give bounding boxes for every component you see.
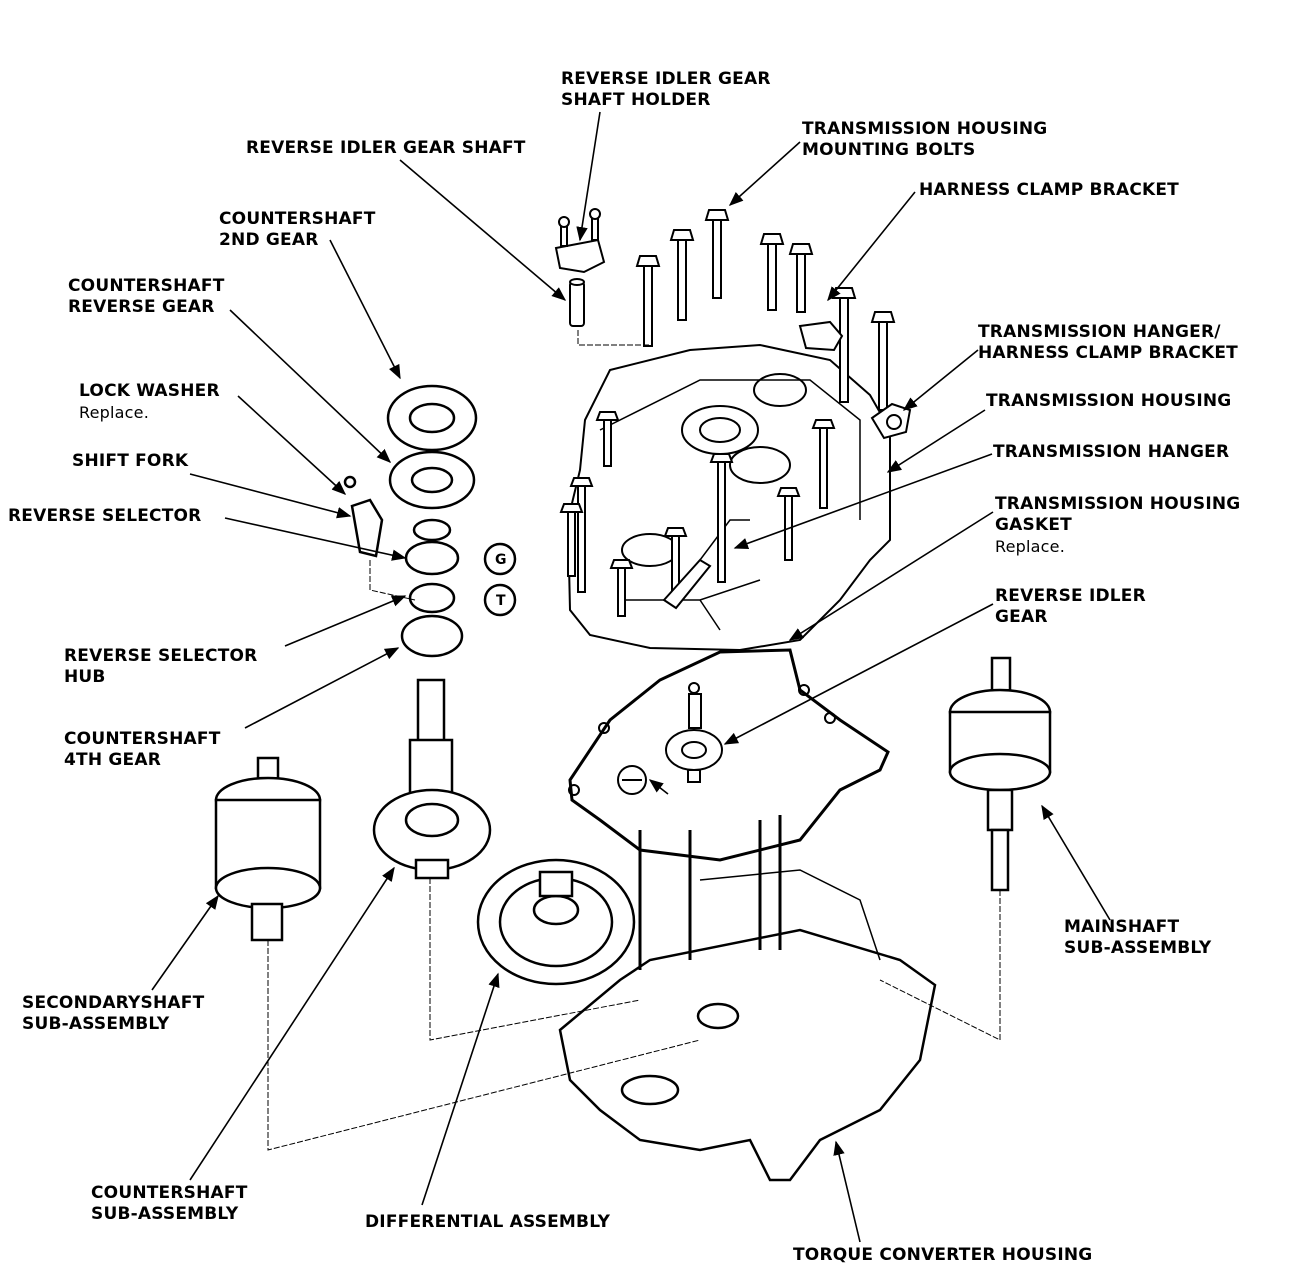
label-reverse-idler-gear-shaft: REVERSE IDLER GEAR SHAFT [246, 138, 526, 158]
mainshaft-assembly [948, 656, 1052, 892]
label-mainshaft-sub-assembly: MAINSHAFT SUB-ASSEMBLY [1064, 917, 1212, 958]
grease-symbol-large: T [496, 593, 506, 609]
label-harness-clamp-bracket: HARNESS CLAMP BRACKET [919, 180, 1179, 200]
label-transmission-hanger-harness-clamp-bracket: TRANSMISSION HANGER/ HARNESS CLAMP BRACK… [978, 322, 1238, 363]
leader-lines [151, 111, 1111, 1243]
idler-shaft-holder [554, 208, 606, 327]
gasket [568, 648, 890, 862]
label-countershaft-4th-gear: COUNTERSHAFT 4TH GEAR [64, 729, 221, 770]
label-countershaft-2nd-gear: COUNTERSHAFT 2ND GEAR [219, 209, 376, 250]
label-torque-converter-housing: TORQUE CONVERTER HOUSING [793, 1245, 1093, 1265]
secondaryshaft-assembly [214, 756, 322, 942]
gear-stack [343, 384, 517, 658]
torque-converter-housing [558, 815, 937, 1182]
housing-bolts [559, 209, 896, 617]
reverse-idler-gear [617, 693, 723, 795]
label-transmission-hanger: TRANSMISSION HANGER [993, 442, 1230, 462]
label-reverse-idler-gear-shaft-holder: REVERSE IDLER GEAR SHAFT HOLDER [561, 69, 771, 110]
differential-assembly [476, 858, 636, 986]
alignment-lines [267, 330, 1001, 1151]
label-secondaryshaft-sub-assembly: SECONDARYSHAFT SUB-ASSEMBLY [22, 993, 205, 1034]
label-reverse-selector: REVERSE SELECTOR [8, 506, 202, 526]
label-transmission-housing-gasket: TRANSMISSION HOUSING GASKET Replace. [995, 494, 1241, 556]
label-lock-washer: LOCK WASHER Replace. [79, 381, 220, 422]
lock-washer-replace-note: Replace. [79, 403, 149, 422]
countershaft-assembly [372, 678, 492, 880]
hanger-brackets [662, 320, 912, 610]
label-transmission-housing: TRANSMISSION HOUSING [986, 391, 1232, 411]
label-countershaft-reverse-gear: COUNTERSHAFT REVERSE GEAR [68, 276, 225, 317]
label-differential-assembly: DIFFERENTIAL ASSEMBLY [365, 1212, 611, 1232]
label-countershaft-sub-assembly: COUNTERSHAFT SUB-ASSEMBLY [91, 1183, 248, 1224]
label-transmission-housing-mounting-bolts: TRANSMISSION HOUSING MOUNTING BOLTS [802, 119, 1048, 160]
label-shift-fork: SHIFT FORK [72, 451, 189, 471]
label-reverse-idler-gear: REVERSE IDLER GEAR [995, 586, 1146, 627]
label-reverse-selector-hub: REVERSE SELECTOR HUB [64, 646, 258, 687]
gasket-replace-note: Replace. [995, 537, 1065, 556]
transmission-housing [566, 343, 891, 652]
grease-symbol-small: G [495, 552, 507, 568]
